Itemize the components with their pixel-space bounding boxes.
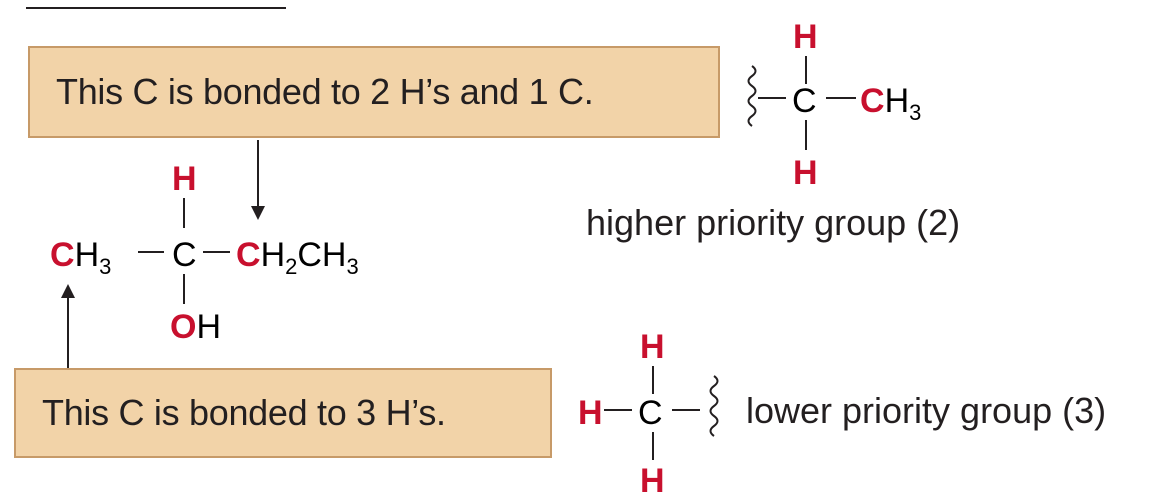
callout-top: This C is bonded to 2 H’s and 1 C. [28,46,720,138]
wavy-bond-icon [709,375,719,437]
hg-top-h: H [793,18,818,56]
wavy-bond-icon [747,65,757,127]
svg-text:OH: OH [170,308,221,346]
mol-oh-h: H [196,308,221,346]
arrow-to-left-carbon [61,284,75,368]
mol-center-c: C [172,236,197,274]
callout-top-text: This C is bonded to 2 H’s and 1 C. [56,71,594,112]
callout-bottom-text: This C is bonded to 3 H’s. [42,392,446,433]
lower-priority-group-structure: H H C H [578,328,719,498]
hg-ch3-c: C [860,82,885,120]
lower-priority-label: lower priority group (3) [746,390,1107,431]
hg-ch3-h: H [885,82,910,120]
mol-right-h: H [261,236,286,274]
lg-c: C [638,394,663,432]
lg-top-h: H [640,328,665,366]
mol-center-h: H [172,160,197,198]
lg-bottom-h: H [640,462,665,498]
mol-left-sub: 3 [99,254,111,279]
mol-right-ch3: CH [297,236,346,274]
mol-right-sub2: 2 [285,254,297,279]
mol-right-sub3: 3 [346,254,358,279]
callout-bottom: This C is bonded to 3 H’s. [14,368,552,458]
svg-text:CH2CH3: CH2CH3 [236,236,359,279]
arrow-to-right-carbon [251,140,265,220]
mol-left-c: C [50,236,75,274]
higher-priority-label: higher priority group (2) [586,202,961,243]
mol-left-h: H [75,236,100,274]
mol-right-c: C [236,236,261,274]
svg-text:CH3: CH3 [860,82,921,125]
molecule-2-butanol: H CH3 C CH2CH3 OH [50,160,359,346]
lg-left-h: H [578,394,603,432]
svg-text:CH3: CH3 [50,236,111,279]
hg-bottom-h: H [793,154,818,192]
mol-oh-o: O [170,308,196,346]
higher-priority-group-structure: H C CH3 H [747,18,921,192]
hg-ch3-sub: 3 [909,100,921,125]
hg-c: C [792,82,817,120]
